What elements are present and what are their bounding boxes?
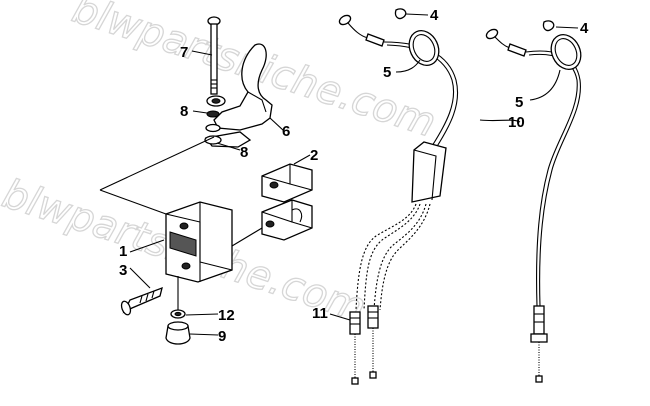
part-1-clamp-lower bbox=[165, 201, 263, 283]
part-4-clip-left bbox=[394, 8, 407, 20]
part-12-washer bbox=[170, 309, 186, 319]
part-4-clip-right bbox=[542, 20, 555, 32]
callouts: 1 2 3 4 4 5 5 6 7 8 8 9 10 11 12 bbox=[119, 7, 589, 345]
callout-6: 6 bbox=[282, 123, 290, 140]
callout-8-top: 8 bbox=[180, 103, 188, 120]
callout-1: 1 bbox=[119, 243, 127, 260]
part-5-clip-right bbox=[550, 33, 582, 71]
part-9-cap-nut bbox=[165, 321, 191, 345]
callout-11: 11 bbox=[312, 305, 328, 322]
callout-3: 3 bbox=[119, 262, 127, 279]
part-11-dual-cable bbox=[338, 14, 459, 385]
callout-10: 10 bbox=[508, 114, 525, 131]
callout-5-right: 5 bbox=[515, 94, 523, 111]
part-8-washers bbox=[205, 110, 221, 133]
callout-9: 9 bbox=[218, 328, 226, 345]
part-2-clamp-upper bbox=[261, 163, 313, 241]
callout-4-left: 4 bbox=[430, 7, 439, 24]
callout-12: 12 bbox=[218, 307, 235, 324]
watermark: blwpartsniche.com blwpartsniche.com bbox=[0, 0, 442, 332]
part-10-single-cable bbox=[485, 28, 581, 383]
part-5-clip-left bbox=[408, 29, 440, 67]
callout-2: 2 bbox=[310, 147, 318, 164]
callout-5-left: 5 bbox=[383, 64, 391, 81]
leader-lines-left bbox=[99, 50, 311, 336]
part-7-bolt bbox=[207, 16, 221, 95]
leader-lines-right bbox=[329, 13, 579, 321]
callout-8-bottom: 8 bbox=[240, 144, 248, 161]
callout-7: 7 bbox=[180, 44, 188, 61]
part-3-screw bbox=[120, 286, 163, 316]
callout-4-right: 4 bbox=[580, 20, 589, 37]
